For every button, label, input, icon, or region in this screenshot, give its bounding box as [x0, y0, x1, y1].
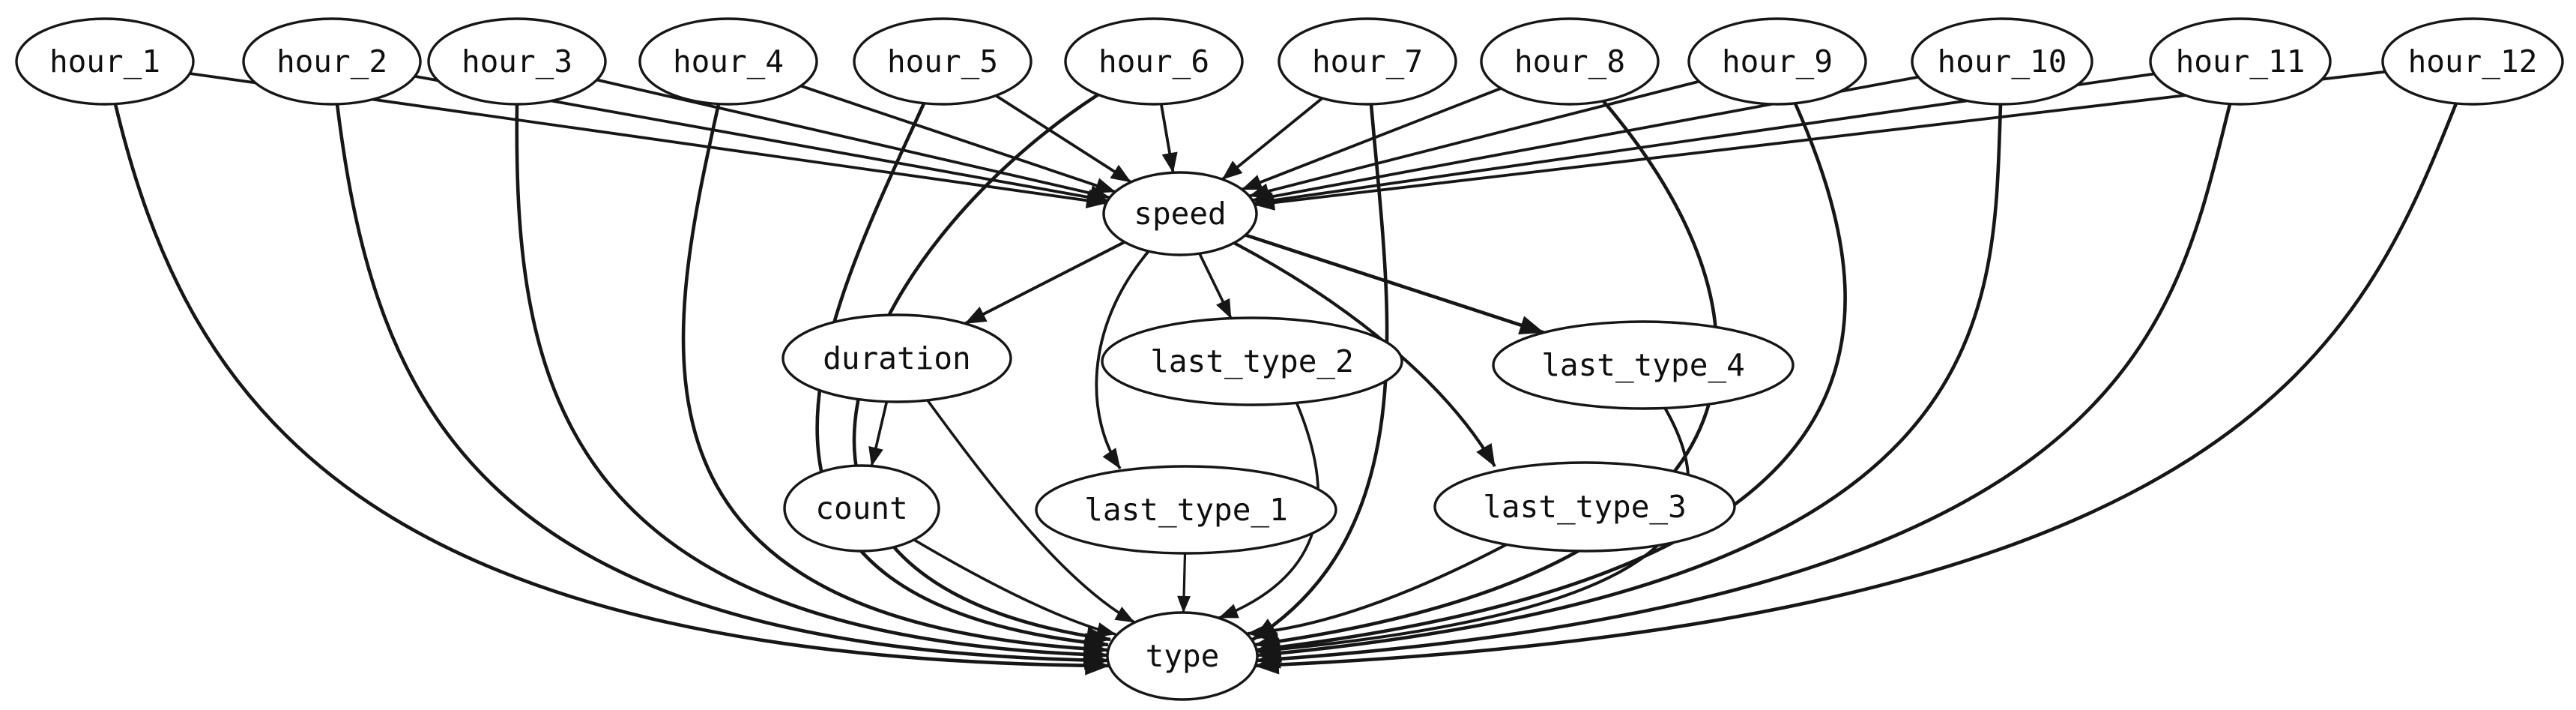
- node-speed: speed: [1102, 171, 1258, 256]
- node-label-duration: duration: [823, 340, 970, 376]
- node-hour-11: hour_11: [2149, 17, 2332, 106]
- edge-speed-to-last-type-4: [1245, 233, 1545, 334]
- edge-hour-4-to-type: [681, 103, 1108, 659]
- node-label-last-type-3: last_type_3: [1483, 489, 1687, 525]
- node-ellipse-hour-1: [15, 17, 195, 106]
- edge-hour-4-to-speed: [800, 84, 1116, 193]
- node-ellipse-hour-10: [1911, 17, 2093, 106]
- node-type: type: [1106, 611, 1259, 701]
- edge-duration-to-type: [926, 399, 1135, 624]
- node-ellipse-hour-4: [638, 17, 818, 106]
- node-hour-5: hour_5: [853, 17, 1032, 106]
- edge-hour-9-to-type: [1256, 103, 1847, 658]
- node-label-type: type: [1146, 638, 1220, 674]
- node-label-last-type-2: last_type_2: [1150, 343, 1354, 379]
- node-hour-12: hour_12: [2381, 17, 2564, 106]
- node-ellipse-type: [1106, 611, 1259, 701]
- node-hour-4: hour_4: [638, 17, 818, 106]
- node-label-hour-6: hour_6: [1098, 43, 1209, 79]
- edge-hour-6-to-speed: [1159, 103, 1178, 173]
- node-label-last-type-1: last_type_1: [1084, 492, 1288, 528]
- node-label-hour-5: hour_5: [887, 43, 998, 79]
- edge-hour-5-to-type: [815, 103, 1109, 652]
- node-hour-3: hour_3: [427, 17, 607, 106]
- edge-last-type-4-to-type: [1255, 407, 1690, 658]
- node-duration: duration: [781, 313, 1012, 403]
- node-ellipse-hour-11: [2149, 17, 2332, 106]
- node-last-type-1: last_type_1: [1035, 465, 1337, 555]
- node-ellipse-last-type-3: [1433, 461, 1736, 553]
- node-label-hour-1: hour_1: [49, 43, 160, 79]
- node-ellipse-hour-6: [1064, 17, 1244, 106]
- edge-speed-to-duration: [964, 241, 1125, 325]
- edge-hour-7-to-speed: [1221, 97, 1323, 181]
- node-label-hour-11: hour_11: [2176, 43, 2306, 79]
- edge-hour-6-to-type: [852, 93, 1111, 646]
- node-hour-7: hour_7: [1278, 17, 1457, 106]
- edge-count-to-type: [913, 538, 1116, 637]
- edge-hour-8-to-speed: [1241, 87, 1502, 191]
- edge-hour-3-to-speed: [596, 78, 1110, 202]
- node-label-hour-12: hour_12: [2408, 43, 2538, 79]
- node-hour-9: hour_9: [1687, 17, 1867, 106]
- node-hour-2: hour_2: [242, 17, 422, 106]
- node-label-hour-4: hour_4: [673, 43, 784, 79]
- node-label-hour-10: hour_10: [1938, 43, 2067, 79]
- edge-speed-to-last-type-1: [1095, 250, 1150, 470]
- node-ellipse-hour-5: [853, 17, 1032, 106]
- edge-hour-7-to-type: [1251, 103, 1389, 641]
- node-label-speed: speed: [1134, 196, 1226, 232]
- node-ellipse-last-type-1: [1035, 465, 1337, 555]
- node-ellipse-hour-2: [242, 17, 422, 106]
- edge-hour-9-to-speed: [1248, 79, 1700, 199]
- edge-duration-to-count: [868, 401, 889, 467]
- node-label-hour-2: hour_2: [276, 43, 387, 79]
- node-layer: hour_1 hour_2 hour_3 hour_4 hour_5 hour_6 hour…: [15, 17, 2564, 701]
- node-last-type-2: last_type_2: [1101, 316, 1403, 406]
- node-ellipse-last-type-2: [1101, 316, 1403, 406]
- node-ellipse-duration: [781, 313, 1012, 403]
- node-label-hour-8: hour_8: [1514, 43, 1625, 79]
- node-ellipse-speed: [1102, 171, 1258, 256]
- edge-hour-3-to-type: [515, 103, 1108, 664]
- node-label-count: count: [815, 490, 907, 526]
- node-hour-10: hour_10: [1911, 17, 2093, 106]
- node-label-last-type-4: last_type_4: [1541, 347, 1745, 383]
- node-ellipse-hour-12: [2381, 17, 2564, 106]
- node-last-type-4: last_type_4: [1492, 320, 1795, 410]
- edge-hour-1-to-type: [113, 103, 1110, 676]
- node-count: count: [783, 464, 940, 553]
- edge-last-type-1-to-type: [1177, 553, 1191, 613]
- edge-hour-5-to-speed: [995, 94, 1132, 184]
- edge-hour-12-to-type: [1254, 103, 2458, 675]
- edge-hour-8-to-type: [1254, 100, 1718, 652]
- node-ellipse-hour-9: [1687, 17, 1867, 106]
- edge-hour-2-to-type: [335, 103, 1109, 670]
- edge-hour-11-to-type: [1256, 103, 2232, 669]
- node-hour-1: hour_1: [15, 17, 195, 106]
- node-label-hour-9: hour_9: [1722, 43, 1833, 79]
- node-hour-6: hour_6: [1064, 17, 1244, 106]
- edge-hour-10-to-type: [1257, 103, 2003, 663]
- edge-last-type-3-to-type: [1247, 542, 1509, 641]
- node-ellipse-hour-3: [427, 17, 607, 106]
- node-last-type-3: last_type_3: [1433, 461, 1736, 553]
- node-hour-8: hour_8: [1480, 17, 1660, 106]
- node-label-hour-7: hour_7: [1312, 43, 1423, 79]
- node-ellipse-hour-8: [1480, 17, 1660, 106]
- node-label-hour-3: hour_3: [462, 43, 572, 79]
- node-ellipse-last-type-4: [1492, 320, 1795, 410]
- edge-speed-to-last-type-2: [1198, 253, 1233, 319]
- node-ellipse-count: [783, 464, 940, 553]
- node-ellipse-hour-7: [1278, 17, 1457, 106]
